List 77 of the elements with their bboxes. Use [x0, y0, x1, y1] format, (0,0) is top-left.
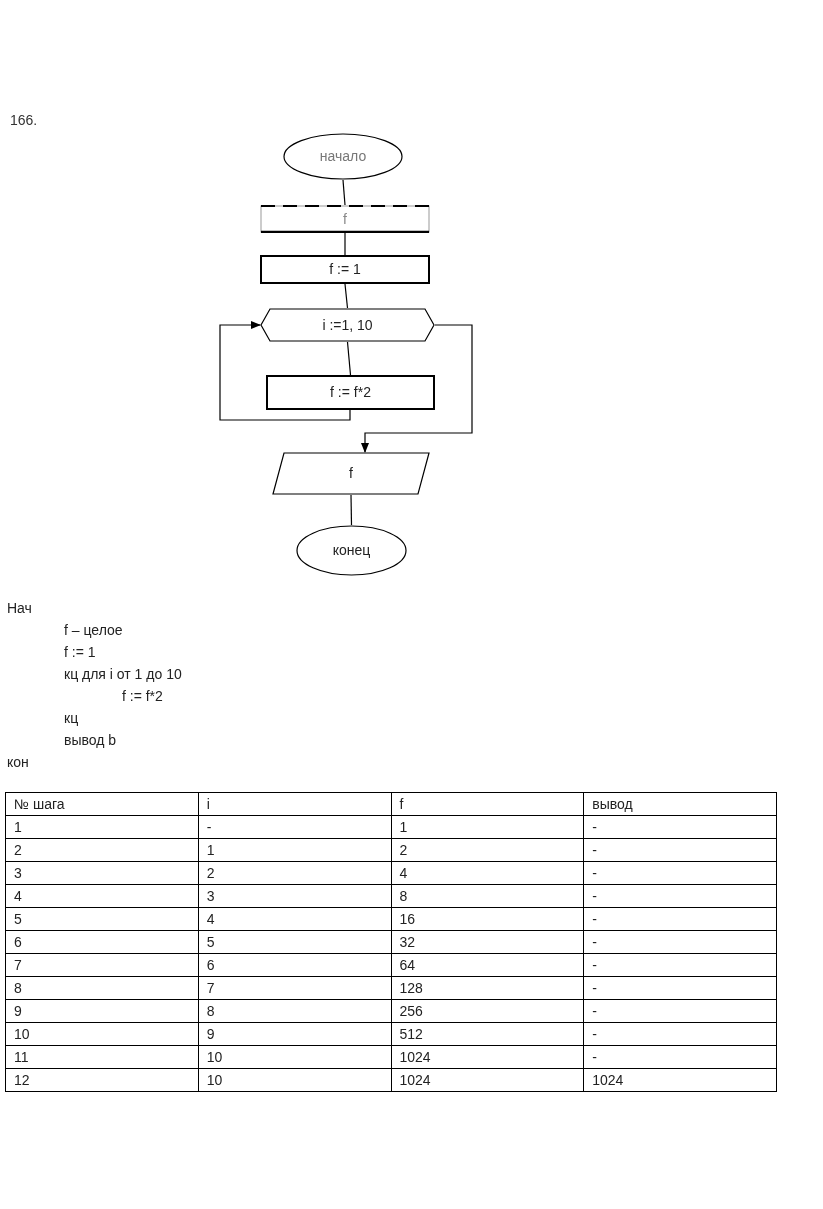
- pseudocode-line: кц: [64, 709, 79, 728]
- pseudocode-line: Нач: [7, 599, 32, 618]
- table-cell: 4: [198, 907, 391, 931]
- table-header-cell: i: [198, 792, 391, 816]
- node-text: f: [349, 464, 353, 483]
- process-box: [266, 375, 435, 410]
- table-cell: 2: [198, 861, 391, 885]
- table-cell: 5: [5, 907, 199, 931]
- table-cell: -: [583, 861, 777, 885]
- table-cell: 5: [198, 930, 391, 954]
- table-cell: 10: [198, 1045, 391, 1069]
- node-text: f := f*2: [330, 383, 371, 402]
- table-cell: -: [583, 953, 777, 977]
- table-cell: 256: [391, 999, 584, 1023]
- table-header-cell: вывод: [583, 792, 777, 816]
- table-cell: -: [583, 815, 777, 839]
- table-cell: 64: [391, 953, 584, 977]
- node-text: i :=1, 10: [322, 315, 373, 335]
- table-cell: 4: [391, 861, 584, 885]
- table-cell: 1024: [583, 1068, 777, 1092]
- terminal-ellipse: [283, 133, 403, 180]
- table-cell: -: [583, 907, 777, 931]
- table-cell: 7: [198, 976, 391, 1000]
- table-cell: -: [583, 930, 777, 954]
- table-cell: 6: [5, 930, 199, 954]
- table-cell: 11: [5, 1045, 199, 1069]
- table-cell: -: [583, 884, 777, 908]
- table-cell: 128: [391, 976, 584, 1000]
- table-cell: 6: [198, 953, 391, 977]
- table-cell: 4: [5, 884, 199, 908]
- table-cell: 10: [198, 1068, 391, 1092]
- table-cell: -: [583, 1022, 777, 1046]
- process-box: [260, 255, 430, 284]
- table-cell: 8: [5, 976, 199, 1000]
- table-cell: 32: [391, 930, 584, 954]
- connector-arrow: [219, 321, 351, 421]
- node-text: начало: [319, 147, 367, 166]
- table-cell: 8: [391, 884, 584, 908]
- table-cell: 2: [5, 838, 199, 862]
- node-text: f := 1: [329, 260, 361, 279]
- pseudocode-line: f := 1: [64, 643, 96, 662]
- task-number: 166.: [10, 111, 38, 130]
- terminal-ellipse: [296, 525, 407, 576]
- table-header-cell: f: [391, 792, 584, 816]
- pseudocode-line: f := f*2: [122, 687, 163, 706]
- declaration-box: [260, 205, 430, 233]
- node-text: f: [343, 209, 347, 229]
- table-cell: -: [583, 976, 777, 1000]
- table-cell: 1: [5, 815, 199, 839]
- table-cell: -: [583, 838, 777, 862]
- io-parallelogram: [272, 452, 430, 495]
- pseudocode-line: кц для i от 1 до 10: [64, 665, 182, 684]
- loop-hexagon: [260, 308, 435, 342]
- table-cell: 1024: [391, 1045, 584, 1069]
- table-cell: 8: [198, 999, 391, 1023]
- table-cell: -: [583, 1045, 777, 1069]
- table-cell: 1: [198, 838, 391, 862]
- table-cell: 3: [5, 861, 199, 885]
- node-text: конец: [332, 541, 371, 560]
- table-cell: 9: [198, 1022, 391, 1046]
- pseudocode-line: кон: [7, 753, 29, 772]
- table-cell: 1: [391, 815, 584, 839]
- table-cell: 10: [5, 1022, 199, 1046]
- table-cell: 7: [5, 953, 199, 977]
- pseudocode-line: f – целое: [64, 621, 123, 640]
- table-cell: -: [198, 815, 391, 839]
- table-cell: 1024: [391, 1068, 584, 1092]
- table-header-cell: № шага: [5, 792, 199, 816]
- table-cell: 512: [391, 1022, 584, 1046]
- table-cell: 9: [5, 999, 199, 1023]
- table-cell: 12: [5, 1068, 199, 1092]
- connector-arrow: [361, 324, 473, 453]
- table-cell: -: [583, 999, 777, 1023]
- table-cell: 16: [391, 907, 584, 931]
- table-cell: 3: [198, 884, 391, 908]
- pseudocode-line: вывод b: [64, 731, 117, 750]
- table-cell: 2: [391, 838, 584, 862]
